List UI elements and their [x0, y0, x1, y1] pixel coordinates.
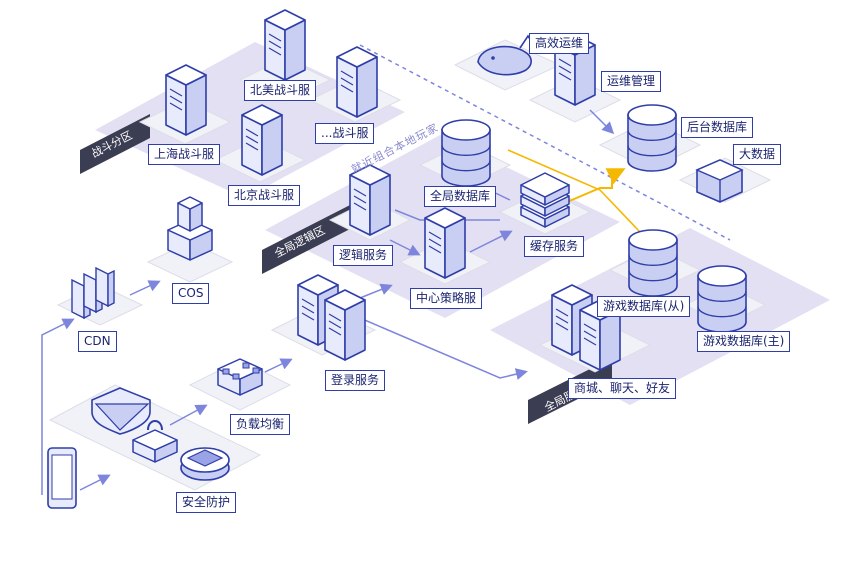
- label-game-db-master: 游戏数据库(主): [697, 331, 791, 352]
- lock-shackle-icon: [147, 420, 163, 431]
- connector-logic-center: [389, 239, 421, 256]
- zone-tag-bg-logic: [262, 204, 352, 274]
- connector-ops-to-backend: [589, 109, 615, 135]
- connector-security-lb: [169, 404, 208, 426]
- security-firewall-icon: [180, 447, 230, 481]
- label-ops-mgmt: 运维管理: [601, 71, 662, 92]
- label-shanghai-battle: 上海战斗服: [148, 144, 221, 165]
- connector-phone-cdn: [41, 318, 75, 495]
- database-backend-icon: [627, 104, 677, 172]
- connector-cdn-cos: [129, 280, 161, 296]
- cos-storage-top-icon: [177, 196, 203, 232]
- security-lock-icon: [132, 429, 178, 463]
- label-logic-service: 逻辑服务: [333, 245, 394, 266]
- database-global-icon: [441, 119, 491, 187]
- zone-tag-bg-battle: [80, 114, 150, 174]
- server-login-2-icon: [324, 289, 366, 361]
- connector-dashed-top: [359, 44, 731, 241]
- label-us-battle: 北美战斗服: [244, 80, 317, 101]
- cdn-icon: [71, 266, 115, 320]
- label-backend-db: 后台数据库: [681, 117, 754, 138]
- phone-icon: [47, 447, 77, 509]
- label-more-battle: ...战斗服: [315, 123, 375, 144]
- connector-center-cache: [469, 230, 513, 253]
- label-global-db: 全局数据库: [424, 186, 497, 207]
- database-game-slave-icon: [628, 229, 678, 297]
- server-shanghai-battle-icon: [165, 64, 207, 136]
- connector-lb-login: [264, 358, 293, 373]
- server-more-battle-icon: [336, 46, 378, 118]
- label-efficient-ops: 高效运维: [529, 33, 590, 54]
- label-security: 安全防护: [176, 492, 237, 513]
- connector-login-global: [359, 317, 528, 380]
- label-load-balance: 负载均衡: [230, 414, 291, 435]
- label-cache-service: 缓存服务: [524, 236, 585, 257]
- label-cdn: CDN: [78, 331, 117, 352]
- label-center-strategy: 中心策略服: [410, 288, 483, 309]
- label-login-service: 登录服务: [325, 370, 386, 391]
- connector-phone-security: [79, 474, 111, 491]
- server-us-battle-icon: [264, 9, 306, 81]
- server-beijing-battle-icon: [241, 104, 283, 176]
- server-center-strategy-icon: [424, 207, 466, 279]
- big-data-icon: [695, 159, 744, 203]
- connector-highlight: [559, 168, 626, 206]
- label-beijing-battle: 北京战斗服: [228, 185, 301, 206]
- server-logic-service-icon: [349, 164, 391, 236]
- load-balance-icon: [217, 358, 263, 396]
- connector-logic-cache: [394, 209, 500, 221]
- label-big-data: 大数据: [733, 144, 782, 165]
- database-game-master-icon: [697, 265, 747, 333]
- security-shield-icon: [91, 387, 151, 435]
- label-cos: COS: [172, 283, 210, 304]
- label-game-db-slave: 游戏数据库(从): [597, 296, 691, 317]
- label-mall-chat-friends: 商城、聊天、好友: [568, 378, 677, 399]
- cache-service-icon: [520, 172, 570, 228]
- connector-highlight-2: [507, 149, 641, 233]
